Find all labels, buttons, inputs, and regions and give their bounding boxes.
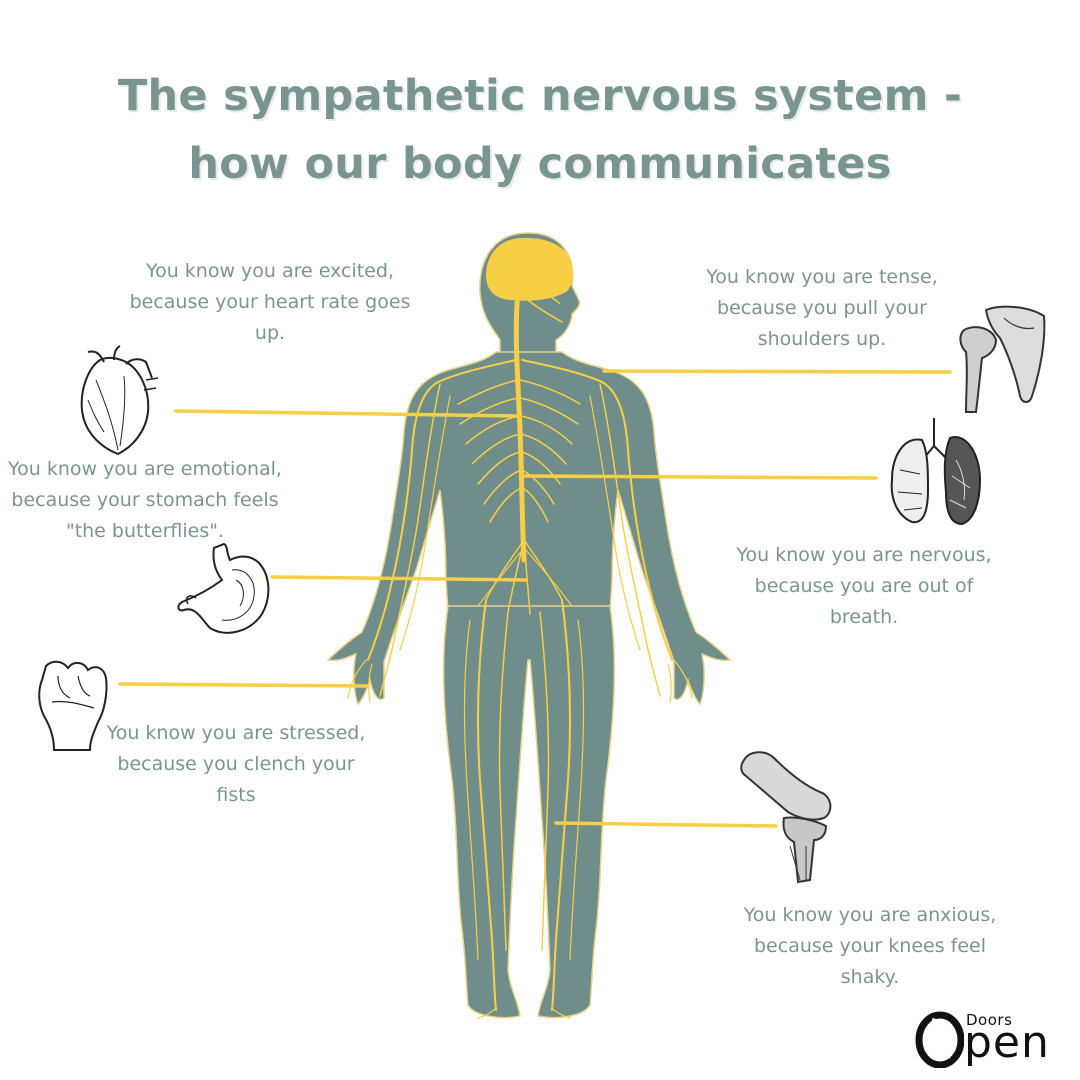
heart-icon [80,345,159,456]
caption-emotional-line-2: because your stomach feels [11,489,279,511]
page-title: The sympathetic nervous system - how our… [0,62,1080,198]
connector-shoulder [602,369,952,374]
title-line-2: how our body communicates [188,139,892,189]
open-doors-logo: Doors pen [912,1010,1072,1070]
logo-o-icon [915,1011,964,1068]
nerve-network [347,289,693,1019]
shoulder-icon [959,305,1046,413]
caption-tense-line-1: You know you are tense, [706,266,938,288]
caption-nervous-line-1: You know you are nervous, [736,544,992,566]
knee-icon [740,751,832,884]
caption-nervous: You know you are nervous, because you ar… [722,540,1006,633]
connector-knee [554,821,778,828]
caption-anxious-line-3: shaky. [840,966,900,988]
caption-nervous-line-3: breath. [829,606,899,628]
connector-heart [174,409,520,418]
caption-anxious: You know you are anxious, because your k… [730,900,1010,993]
brain [486,237,573,301]
caption-excited-line-2: because your heart rate goes [129,291,411,313]
caption-emotional-line-1: You know you are emotional, [8,458,282,480]
caption-stressed: You know you are stressed, because you c… [96,718,376,811]
caption-excited-line-1: You know you are excited, [146,260,394,282]
caption-stressed-line-3: fists [216,784,256,806]
caption-tense: You know you are tense, because you pull… [690,262,954,355]
caption-anxious-line-2: because your knees feel [754,935,986,957]
connector-lungs [522,474,878,480]
connector-stomach [270,575,528,582]
body-silhouette [326,232,732,1019]
logo-pen-text: pen [964,1017,1050,1068]
caption-tense-line-2: because you pull your [717,297,927,319]
lungs-icon [890,418,982,526]
connector-lines [118,369,952,828]
caption-stressed-line-2: because you clench your [117,753,355,775]
stomach-icon [177,542,270,634]
caption-nervous-line-2: because you are out of [754,575,974,597]
logo-doors-text: Doors [966,1011,1013,1029]
caption-excited-line-3: up. [254,322,286,344]
caption-emotional: You know you are emotional, because your… [0,454,290,547]
caption-anxious-line-1: You know you are anxious, [743,904,997,926]
connector-fist [118,682,370,688]
fist-icon [38,660,108,751]
caption-emotional-line-3: "the butterflies". [65,520,225,542]
caption-stressed-line-1: You know you are stressed, [106,722,366,744]
title-line-1: The sympathetic nervous system - [117,71,963,121]
caption-tense-line-3: shoulders up. [757,328,887,350]
caption-excited: You know you are excited, because your h… [120,256,420,349]
